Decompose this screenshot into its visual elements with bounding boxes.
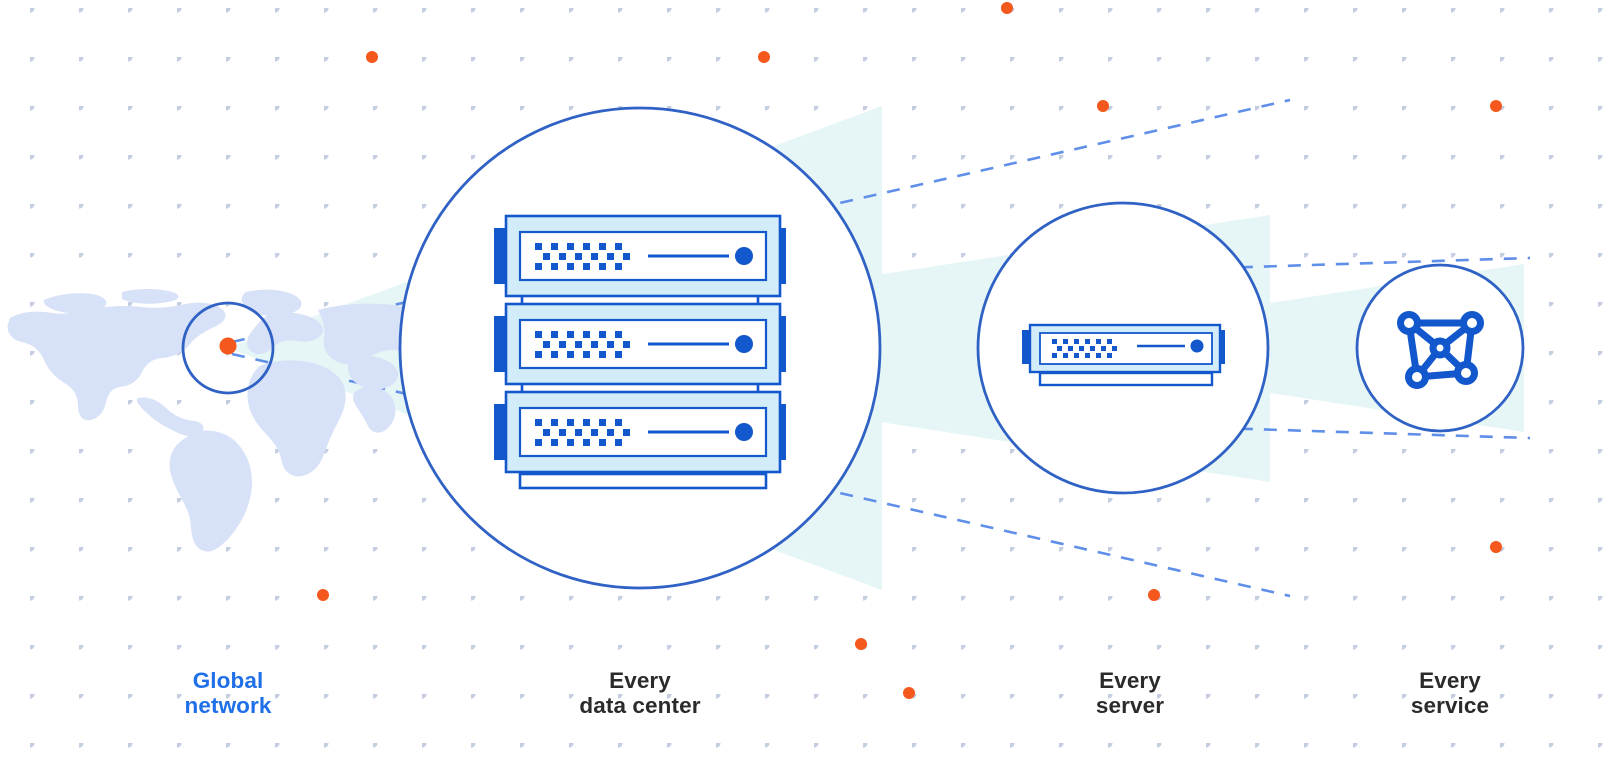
led-dot-matrix bbox=[535, 419, 630, 446]
led-dot-matrix bbox=[1052, 339, 1117, 358]
status-led bbox=[735, 247, 753, 265]
server-base bbox=[1038, 371, 1214, 387]
network-node bbox=[1454, 361, 1478, 385]
grid-highlight-dots bbox=[317, 2, 1502, 699]
label-global-network: Global network bbox=[184, 668, 272, 718]
status-led bbox=[735, 423, 753, 441]
led-dot-matrix bbox=[535, 243, 630, 270]
rack-base bbox=[518, 472, 768, 490]
rack-unit-2 bbox=[494, 302, 786, 386]
status-led bbox=[735, 335, 753, 353]
label-data-center: Every data center bbox=[579, 668, 701, 718]
status-led bbox=[1190, 339, 1204, 353]
rack-unit-1 bbox=[494, 214, 786, 298]
mesh-network-icon bbox=[1397, 311, 1484, 389]
led-dot-matrix bbox=[535, 331, 630, 358]
network-node bbox=[1460, 311, 1484, 335]
network-node-center bbox=[1429, 337, 1451, 359]
rack-unit-3 bbox=[494, 390, 786, 474]
location-pin-dot bbox=[219, 337, 237, 355]
network-node bbox=[1397, 311, 1421, 335]
network-node bbox=[1405, 365, 1429, 389]
single-server-illustration bbox=[1022, 323, 1225, 387]
label-server: Every server bbox=[1095, 668, 1165, 718]
label-service: Every service bbox=[1410, 668, 1490, 718]
server-rack-illustration bbox=[494, 214, 786, 490]
global-network-highlight-circle bbox=[181, 301, 275, 395]
